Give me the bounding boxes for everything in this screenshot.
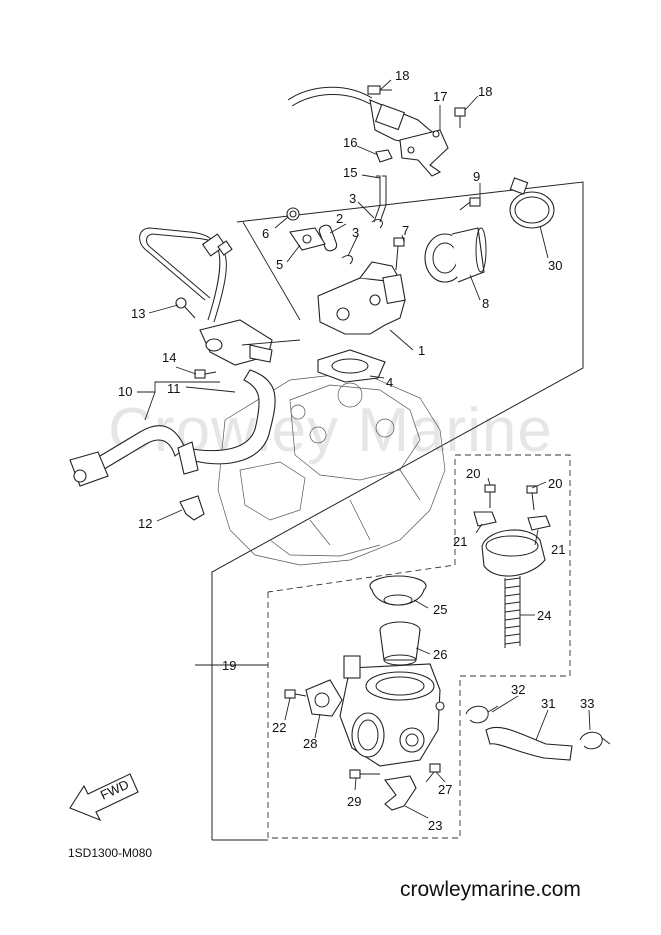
part-5-plate [289, 227, 326, 251]
part-23-bracket [384, 775, 417, 811]
part-27-screw [425, 763, 441, 783]
callout-21-a: 21 [453, 534, 467, 549]
engine-outline [217, 371, 446, 566]
part-1-bracket [317, 261, 406, 335]
callout-16: 16 [343, 135, 357, 150]
callout-32: 32 [511, 682, 525, 697]
callout-5: 5 [276, 257, 283, 272]
part-28-sensor [305, 679, 343, 717]
part-29-screw [349, 769, 380, 779]
part-15-hose [373, 175, 387, 223]
part-17-bracket [369, 99, 449, 177]
callout-33: 33 [580, 696, 594, 711]
part-24-spring [504, 576, 521, 648]
callout-18-b: 18 [478, 84, 492, 99]
diaphragm-cover [481, 529, 546, 577]
part-11-fitting [199, 319, 273, 366]
part-14-bolt [194, 369, 217, 379]
callout-10: 10 [118, 384, 132, 399]
part-30-clamp [509, 177, 555, 229]
throttle-body-frame [267, 454, 571, 839]
part-18-bolt-b [454, 107, 466, 128]
part-16-clamp [375, 149, 393, 163]
part-10-hose [69, 369, 276, 487]
callout-4: 4 [386, 375, 393, 390]
callout-3-a: 3 [349, 191, 356, 206]
part-33-clip [579, 731, 611, 750]
part-6-o-ring [286, 207, 300, 221]
part-12-clip [179, 495, 205, 521]
callout-30: 30 [548, 258, 562, 273]
callout-3-b: 3 [352, 225, 359, 240]
callout-18-a: 18 [395, 68, 409, 83]
callout-19: 19 [222, 658, 236, 673]
callout-2: 2 [336, 211, 343, 226]
callout-21-b: 21 [551, 542, 565, 557]
callout-24: 24 [537, 608, 551, 623]
callout-14: 14 [162, 350, 176, 365]
part-3-clip-b [341, 255, 353, 265]
callout-22: 22 [272, 720, 286, 735]
part-3-clip-a [371, 219, 383, 229]
wiring-harness [139, 86, 373, 323]
part-4-gasket [317, 349, 386, 383]
callout-23: 23 [428, 818, 442, 833]
part-21-clip-b [527, 515, 551, 531]
website-footer: crowleymarine.com [400, 878, 581, 901]
part-13-bolt [175, 297, 196, 319]
callout-13: 13 [131, 306, 145, 321]
part-9-bolt [459, 197, 481, 211]
callout-8: 8 [482, 296, 489, 311]
throttle-body [339, 655, 445, 767]
callout-6: 6 [262, 226, 269, 241]
fwd-arrow: FWD [69, 773, 139, 822]
part-25-diaphragm [369, 575, 427, 606]
callout-29: 29 [347, 794, 361, 809]
callout-27: 27 [438, 782, 452, 797]
callout-1: 1 [418, 343, 425, 358]
callout-31: 31 [541, 696, 555, 711]
part-22-screw [284, 689, 307, 699]
callout-25: 25 [433, 602, 447, 617]
part-20-screw-a [484, 484, 496, 508]
part-26-piston [379, 621, 421, 666]
callout-15: 15 [343, 165, 357, 180]
part-20-screw-b [526, 485, 538, 511]
callout-17: 17 [433, 89, 447, 104]
callout-12: 12 [138, 516, 152, 531]
drawing-code: 1SD1300-M080 [68, 846, 153, 860]
callout-labels: 18 17 18 16 15 3 9 2 3 7 6 5 30 8 13 1 1… [118, 68, 594, 833]
callout-26: 26 [433, 647, 447, 662]
part-8-joint [424, 227, 487, 283]
main-assembly-frame [211, 181, 584, 840]
callout-9: 9 [473, 169, 480, 184]
part-7-bolt [393, 237, 405, 271]
callout-20-a: 20 [466, 466, 480, 481]
part-32-clip [465, 705, 499, 724]
part-21-clip-a [473, 511, 497, 527]
callout-20-b: 20 [548, 476, 562, 491]
callout-11: 11 [167, 381, 181, 396]
leader-lines [137, 79, 591, 819]
part-31-hose [485, 726, 573, 761]
callout-28: 28 [303, 736, 317, 751]
callout-7: 7 [402, 223, 409, 238]
